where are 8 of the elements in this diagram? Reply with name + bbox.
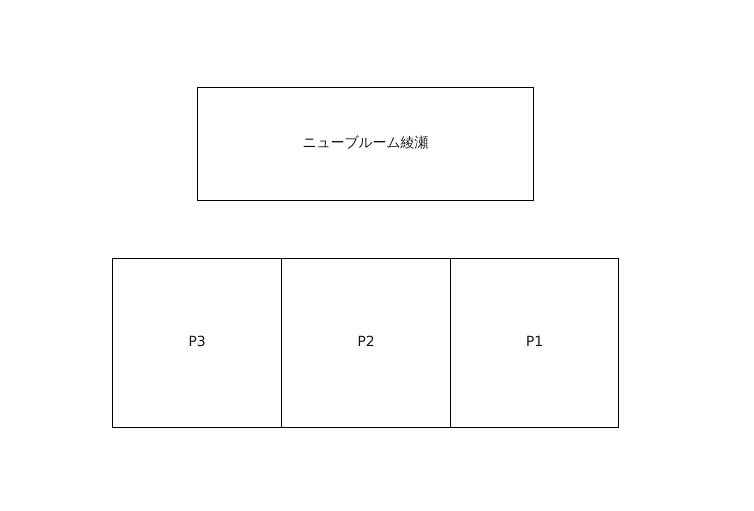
building-name: ニューブルーム綾瀬 — [302, 135, 428, 153]
parking-space — [281, 258, 451, 428]
space-number: P2 — [357, 334, 375, 352]
building-box — [197, 87, 534, 201]
space-number: P1 — [526, 334, 544, 352]
parking-space — [450, 258, 619, 428]
parking-space — [112, 258, 282, 428]
space-number: P3 — [188, 334, 206, 352]
